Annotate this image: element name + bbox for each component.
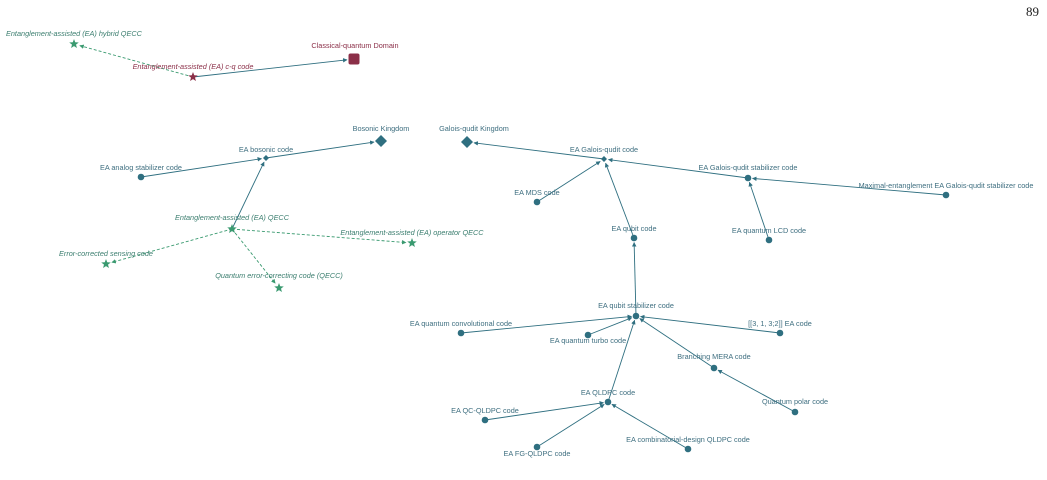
edge-ea_cq-to-ea_hybrid <box>79 44 194 78</box>
node-label-branching-mera: Branching MERA code <box>677 352 750 361</box>
edge-ea_conv-to-ea_qubit_stab <box>460 314 632 334</box>
node-label-err-sensing: Error-corrected sensing code <box>59 249 153 258</box>
node-dot-icon <box>457 329 465 337</box>
edge-maximal_ea-to-ea_galois_stab <box>752 176 947 196</box>
node-label-ea-galois: EA Galois-qudit code <box>570 145 638 154</box>
node-dot-icon <box>744 174 752 182</box>
labels-layer: Entanglement-assisted (EA) hybrid QECC Cl… <box>6 29 1033 458</box>
node-diamond-icon <box>461 136 473 148</box>
node-dot-icon <box>632 312 640 320</box>
edge-ea_cq-to-cq_domain <box>192 57 348 78</box>
edge-ea_qecc-to-err_sensing <box>111 228 233 264</box>
node-star-icon <box>69 39 79 49</box>
node-dot-icon <box>533 443 541 451</box>
edge-ea_lcd-to-ea_galois_stab <box>748 181 770 241</box>
node-label-ea-fg: EA FG-QLDPC code <box>504 449 571 458</box>
node-star-icon <box>274 283 284 293</box>
edge-ea_qecc-to-ea_operator <box>231 228 407 245</box>
node-label-ea-qldpc: EA QLDPC code <box>581 388 635 397</box>
node-label-ea-turbo: EA quantum turbo code <box>550 336 626 345</box>
node-label-galois-kingdom: Galois-qudit Kingdom <box>439 124 509 133</box>
node-dot-icon <box>604 398 612 406</box>
node-label-ea-conv: EA quantum convolutional code <box>410 319 512 328</box>
node-label-ea-mds: EA MDS code <box>514 188 559 197</box>
edge-ea_galois_stab-to-ea_galois <box>608 157 749 179</box>
edge-ea_qecc-to-qecc <box>231 228 276 284</box>
edge-ea_fg-to-ea_qldpc <box>536 404 605 448</box>
node-label-ea-qc-qldpc: EA QC-QLDPC code <box>451 406 519 415</box>
node-dot-icon <box>684 445 692 453</box>
node-small-diamond-icon <box>263 155 269 161</box>
edge-quantum_polar-to-branching_mera <box>717 369 796 413</box>
node-label-cq-domain: Classical-quantum Domain <box>311 41 398 50</box>
node-label-ea-galois-stab: EA Galois-qudit stabilizer code <box>699 163 798 172</box>
node-label-maximal-ea: Maximal-entanglement EA Galois-qudit sta… <box>859 181 1034 190</box>
node-label-ea-qubit-stab: EA qubit stabilizer code <box>598 301 674 310</box>
code-graph-diagram: Entanglement-assisted (EA) hybrid QECC Cl… <box>6 29 1033 458</box>
node-dot-icon <box>584 331 592 339</box>
nodes-layer <box>69 39 950 453</box>
edge-ea_mds-to-ea_galois <box>536 161 601 203</box>
node-star-icon <box>227 224 237 234</box>
node-dot-icon <box>481 416 489 424</box>
node-star-icon <box>101 259 111 269</box>
node-label-ea-operator: Entanglement-assisted (EA) operator QECC <box>340 228 484 237</box>
edge-ea_bosonic-to-bosonic_kingdom <box>265 140 375 159</box>
node-label-qecc: Quantum error-correcting code (QECC) <box>215 271 343 280</box>
node-label-ea-bosonic: EA bosonic code <box>239 145 293 154</box>
node-label-ea-331: [[3, 1, 3;2]] EA code <box>748 319 812 328</box>
node-dot-icon <box>710 364 718 372</box>
edge-ea_331-to-ea_qubit_stab <box>640 314 781 334</box>
edge-ea_galois-to-galois_kingdom <box>473 141 605 160</box>
node-dot-icon <box>791 408 799 416</box>
node-diamond-icon <box>375 135 387 147</box>
edges-layer <box>79 44 947 450</box>
node-dot-icon <box>765 236 773 244</box>
node-label-bosonic-kingdom: Bosonic Kingdom <box>353 124 410 133</box>
node-square-icon <box>348 53 360 65</box>
node-star-icon <box>407 238 417 248</box>
edge-ea_qubit-to-ea_galois <box>604 162 635 239</box>
node-star-icon <box>188 72 198 82</box>
node-dot-icon <box>942 191 950 199</box>
node-label-ea-qubit: EA qubit code <box>611 224 656 233</box>
node-label-ea-qecc: Entanglement-assisted (EA) QECC <box>175 213 290 222</box>
node-label-ea-comb: EA combinatorial-design QLDPC code <box>626 435 750 444</box>
node-label-ea-cq: Entanglement-assisted (EA) c-q code <box>133 62 254 71</box>
node-dot-icon <box>630 234 638 242</box>
node-dot-icon <box>533 198 541 206</box>
node-dot-icon <box>137 173 145 181</box>
edge-ea_analog-to-ea_bosonic <box>140 157 262 178</box>
edge-ea_qubit_stab-to-ea_qubit <box>631 242 637 317</box>
node-label-ea-hybrid: Entanglement-assisted (EA) hybrid QECC <box>6 29 143 38</box>
node-dot-icon <box>776 329 784 337</box>
edge-ea_qecc-to-ea_bosonic <box>231 161 265 230</box>
edge-ea_qldpc-to-ea_qubit_stab <box>607 319 636 403</box>
node-label-ea-analog: EA analog stabilizer code <box>100 163 182 172</box>
node-small-diamond-icon <box>601 156 607 162</box>
edge-ea_qc_qldpc-to-ea_qldpc <box>484 401 604 421</box>
edge-ea_turbo-to-ea_qubit_stab <box>587 317 633 336</box>
node-label-quantum-polar: Quantum polar code <box>762 397 828 406</box>
page-number: 89 <box>1026 4 1039 19</box>
edge-ea_comb-to-ea_qldpc <box>611 403 689 450</box>
edge-branching_mera-to-ea_qubit_stab <box>639 318 715 369</box>
node-label-ea-lcd: EA quantum LCD code <box>732 226 806 235</box>
